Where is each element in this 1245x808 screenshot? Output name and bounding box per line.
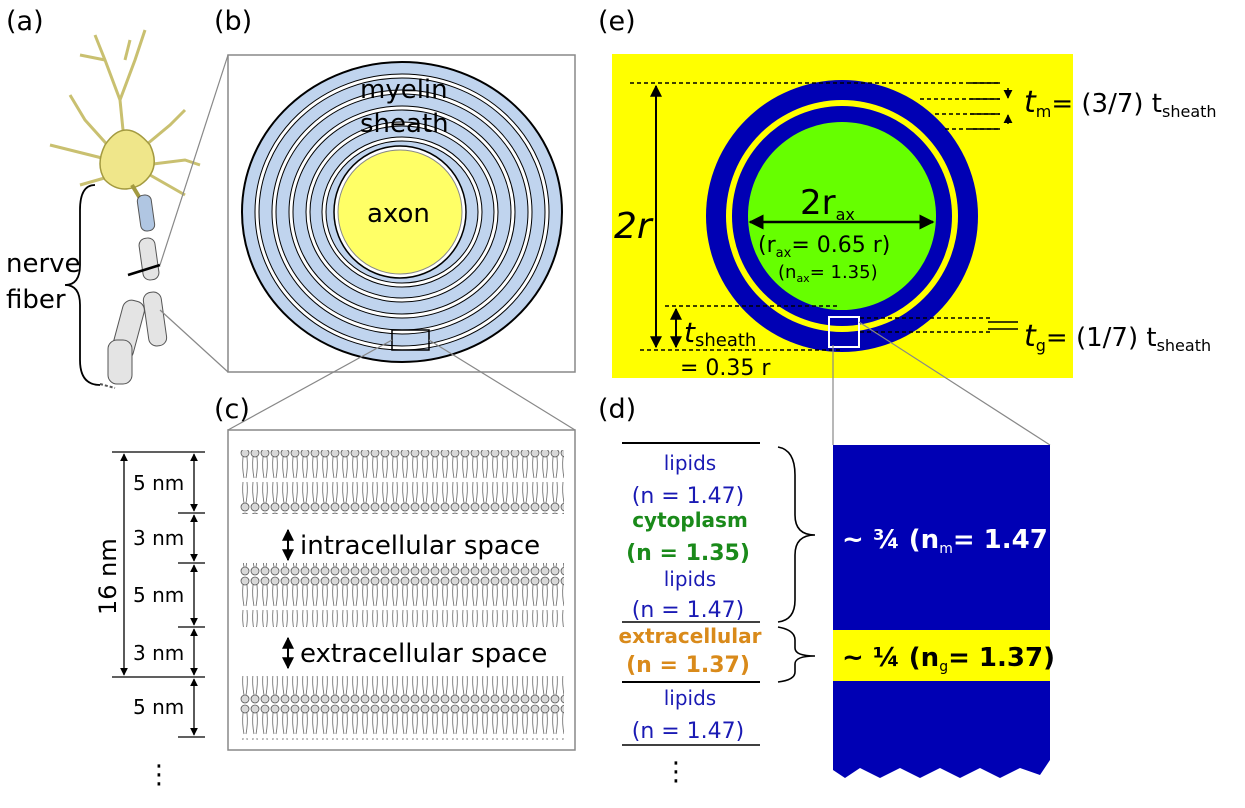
index-item-name: extracellular	[619, 624, 762, 648]
ellipsis-d: ⋮	[663, 757, 689, 787]
panel-label-d: (d)	[598, 394, 636, 425]
zoom-line	[858, 321, 1051, 446]
zoomed-gap-band	[833, 630, 1050, 681]
zoom-line	[428, 339, 576, 431]
nerve-label: nerve	[6, 249, 81, 279]
extracellular-label: extracellular space	[300, 639, 547, 669]
panel-label-b: (b)	[214, 6, 252, 37]
fiber-label: fiber	[6, 285, 66, 315]
axon-label: axon	[367, 199, 430, 229]
sheath-thickness-eq: = 0.35 r	[680, 356, 771, 381]
myelin-spiral	[241, 61, 563, 363]
index-item-value: (n = 1.47)	[632, 598, 745, 623]
panel-label-a: (a)	[6, 6, 44, 37]
index-list	[622, 442, 760, 746]
index-item-name: cytoplasm	[632, 508, 748, 532]
diameter-label: 2r	[614, 206, 654, 247]
layer-thickness-5: 5 nm	[133, 695, 184, 719]
index-item-name: lipids	[664, 567, 716, 591]
ellipsis-c: ⋮	[146, 760, 172, 790]
neuron-illustration	[49, 29, 201, 389]
layer-thickness-1: 5 nm	[133, 471, 184, 495]
gap-brace	[777, 626, 816, 683]
layer-thickness-4: 3 nm	[133, 641, 184, 665]
zoom-line	[159, 309, 229, 373]
index-items: lipids(n = 1.47)cytoplasm(n = 1.35)lipid…	[619, 451, 762, 744]
index-item-value: (n = 1.35)	[626, 541, 750, 566]
sheath-label: sheath	[360, 109, 449, 139]
panel-label-e: (e)	[598, 6, 636, 37]
index-item-value: (n = 1.47)	[632, 484, 745, 509]
index-item-value: (n = 1.47)	[632, 719, 745, 744]
intracellular-label: intracellular space	[300, 531, 540, 561]
nerve-fiber-brace	[64, 184, 101, 386]
lipid-bilayers	[240, 450, 564, 740]
gap-fraction-label: ~ ¼ (ng= 1.37)	[842, 643, 1055, 675]
layer-thickness-3: 5 nm	[133, 583, 184, 607]
myelin-brace	[777, 446, 816, 623]
sheath-thickness-label: tsheath	[684, 316, 756, 351]
index-item-value: (n = 1.37)	[626, 653, 750, 678]
total-thickness-label: 16 nm	[94, 538, 122, 615]
zoom-box-e	[828, 316, 860, 348]
axon-radius-eq: (rax= 0.65 r)	[758, 233, 890, 261]
index-item-name: lipids	[664, 451, 716, 475]
layer-thickness-2: 3 nm	[133, 526, 184, 550]
tg-label: tg= (1/7) tsheath	[1024, 319, 1211, 355]
panel-label-c: (c)	[214, 394, 250, 425]
zoom-line	[227, 339, 393, 431]
myelin-label: myelin	[360, 75, 448, 105]
zoomed-sheath-strip	[833, 445, 1050, 778]
tm-label: tm= (3/7) tsheath	[1024, 85, 1217, 121]
zoom-line	[159, 54, 229, 266]
tick-lines	[970, 82, 1018, 330]
thickness-scale	[112, 451, 205, 738]
axon-index-eq: (nax= 1.35)	[778, 262, 878, 285]
myelin-fraction-label: ~ ¾ (nm= 1.47)	[842, 525, 1060, 557]
index-item-name: lipids	[664, 686, 716, 710]
axon-diameter-label: 2rax	[800, 183, 855, 224]
